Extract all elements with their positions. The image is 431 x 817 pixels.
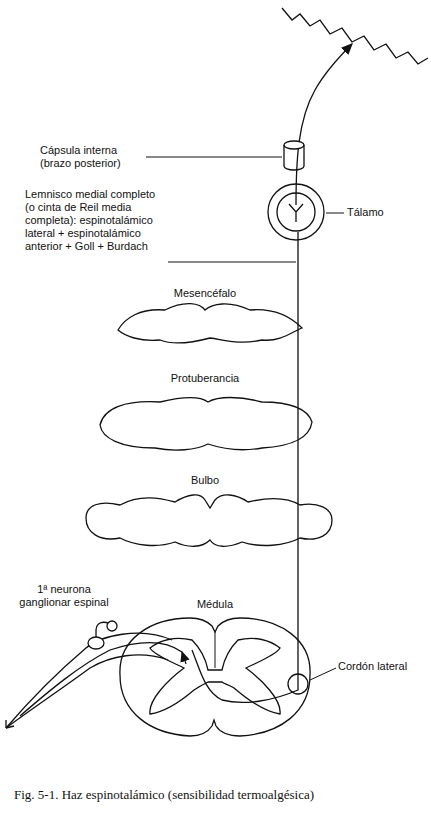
neuron-label: 1ª neurona ganglionar espinal — [14, 583, 114, 609]
region-label: Tálamo — [347, 206, 417, 219]
region-label: Cápsula interna (brazo posterior) — [40, 144, 144, 170]
spinothalamic-fibre — [192, 232, 298, 702]
spinal-ganglion — [88, 637, 104, 649]
thalamus-outer — [268, 184, 324, 240]
region-label: Protuberancia — [150, 372, 260, 385]
horn-entry-arrow — [182, 652, 186, 664]
thalamocortical-fibre — [296, 44, 352, 205]
medulla-oblongata-section — [86, 495, 332, 546]
ganglion-cell-body — [107, 621, 117, 631]
region-label: Mesencéfalo — [150, 287, 260, 300]
dorsal-root-upper — [6, 633, 172, 728]
first-neuron-fibre — [20, 643, 182, 716]
thalamus-inner — [277, 193, 315, 231]
thalamic-neuron — [289, 204, 303, 222]
leader-line — [310, 668, 336, 680]
figure-caption: Fig. 5-1. Haz espinotalámico (sensibilid… — [14, 788, 419, 801]
peripheral-ending — [6, 720, 14, 728]
dorsal-root-lower — [6, 655, 168, 728]
internal-capsule — [284, 141, 304, 170]
leader-line — [168, 262, 296, 263]
region-label: Cordón lateral — [338, 660, 426, 673]
leader-line — [146, 157, 282, 158]
mesencephalon-section — [118, 304, 302, 343]
cortex-outline — [282, 8, 428, 64]
leader-line — [326, 213, 344, 214]
region-label: Médula — [160, 598, 270, 611]
posterior-septum — [215, 632, 216, 668]
spinal-cord-section — [120, 618, 310, 736]
region-label: Bulbo — [150, 474, 260, 487]
tract-label: Lemnisco medial completo (o cinta de Rei… — [25, 188, 167, 253]
pons-section — [100, 398, 312, 451]
